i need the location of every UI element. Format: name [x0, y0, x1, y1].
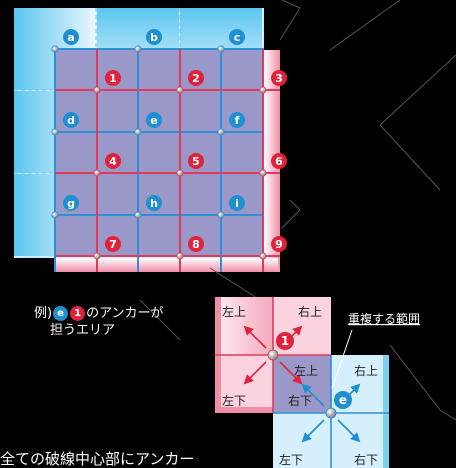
red-anchor-badge [271, 70, 287, 86]
blue-quad-top-right: 右上 [354, 363, 378, 378]
example-suffix: のアンカーが [86, 306, 164, 321]
red-anchor-ball [93, 169, 101, 177]
blue-anchor-ball [134, 211, 142, 219]
blue-anchor-badge [229, 112, 245, 128]
red-quad-top-right: 右上 [298, 304, 322, 319]
red-anchor-label: 8 [192, 238, 200, 251]
detail-red-anchor-ball [267, 349, 279, 361]
example-caption-line2: 担うエリア [50, 323, 116, 338]
detail-blue-badge [334, 391, 352, 409]
red-anchor-ball [176, 252, 184, 260]
blue-anchor-label: b [150, 31, 158, 44]
bottom-caption: 全ての破線中心部にアンカー [0, 450, 195, 468]
red-anchor-badge [105, 153, 121, 169]
blue-anchor-label: f [235, 114, 240, 127]
red-anchor-ball [259, 252, 267, 260]
blue-anchor-badge [146, 29, 162, 45]
example-red-badge: 1 [70, 306, 86, 321]
red-anchor-label: 2 [192, 72, 200, 85]
blue-quad-bottom-left: 左下 [279, 452, 303, 467]
red-anchor-badge [188, 236, 204, 252]
main-grid: a b c d e f g h i 1 2 3 4 5 6 7 8 9 [14, 8, 287, 272]
example-prefix: 例) [34, 306, 53, 321]
blue-anchor-badge [146, 195, 162, 211]
red-anchor-ball [93, 86, 101, 94]
blue-anchor-badge [229, 29, 245, 45]
red-anchor-ball [93, 252, 101, 260]
blue-anchor-label: c [234, 31, 241, 44]
red-anchor-label: 1 [109, 72, 117, 85]
blue-anchor-label: i [235, 197, 239, 210]
blue-anchor-badge [63, 29, 79, 45]
overlap-label: 重複する範囲 [348, 311, 420, 326]
blue-anchor-badge [229, 195, 245, 211]
red-anchor-label: 4 [109, 155, 117, 168]
blue-anchor-ball [217, 211, 225, 219]
red-anchor-badge [105, 70, 121, 86]
red-quad-top-left: 左上 [222, 304, 246, 319]
detail-red-badge [276, 332, 294, 350]
red-anchor-ball [259, 169, 267, 177]
blue-anchor-ball [51, 45, 59, 53]
red-anchor-label: 5 [192, 155, 200, 168]
red-anchor-badge [188, 153, 204, 169]
blue-anchor-badge [146, 112, 162, 128]
red-anchor-ball [176, 86, 184, 94]
blue-anchor-label: g [67, 197, 75, 210]
blue-anchor-ball [134, 128, 142, 136]
red-quad-bottom-left: 左下 [222, 393, 246, 408]
detail-blue-anchor-ball [325, 407, 337, 419]
blue-anchor-badge [63, 112, 79, 128]
decorative-lines [139, 0, 456, 421]
blue-anchor-ball [51, 128, 59, 136]
detail-red-badge-label: 1 [281, 334, 289, 348]
red-anchor-badge [105, 236, 121, 252]
overlap-leader-line [331, 329, 353, 389]
blue-anchor-ball [134, 45, 142, 53]
red-anchor-badge [271, 236, 287, 252]
red-anchor-ball [176, 169, 184, 177]
blue-anchor-label: d [67, 114, 75, 127]
overlap-cells [56, 49, 264, 257]
detail-diagram: 1 e 左上 右上 左下 右下 左上 右上 左下 右下 重複する範囲 [215, 297, 420, 468]
red-anchor-ball [259, 86, 267, 94]
red-anchor-badge [271, 153, 287, 169]
red-anchor-label: 7 [109, 238, 117, 251]
blue-anchor-label: a [67, 31, 74, 44]
blue-anchor-badge [63, 195, 79, 211]
blue-anchor-label: e [150, 114, 157, 127]
red-anchor-badge [188, 70, 204, 86]
example-blue-badge: e [53, 306, 69, 321]
blue-anchor-ball [217, 45, 225, 53]
blue-quad-bottom-right: 右下 [354, 452, 378, 467]
detail-blue-badge-label: e [339, 393, 347, 407]
red-anchor-label: 9 [275, 238, 283, 251]
blue-anchor-ball [217, 128, 225, 136]
red-quad-bottom-right: 右下 [288, 393, 312, 408]
red-anchor-label: 6 [275, 155, 283, 168]
red-anchor-label: 3 [275, 72, 283, 85]
blue-anchor-label: h [150, 197, 158, 210]
blue-anchor-ball [51, 211, 59, 219]
blue-quad-top-left: 左上 [294, 363, 318, 378]
